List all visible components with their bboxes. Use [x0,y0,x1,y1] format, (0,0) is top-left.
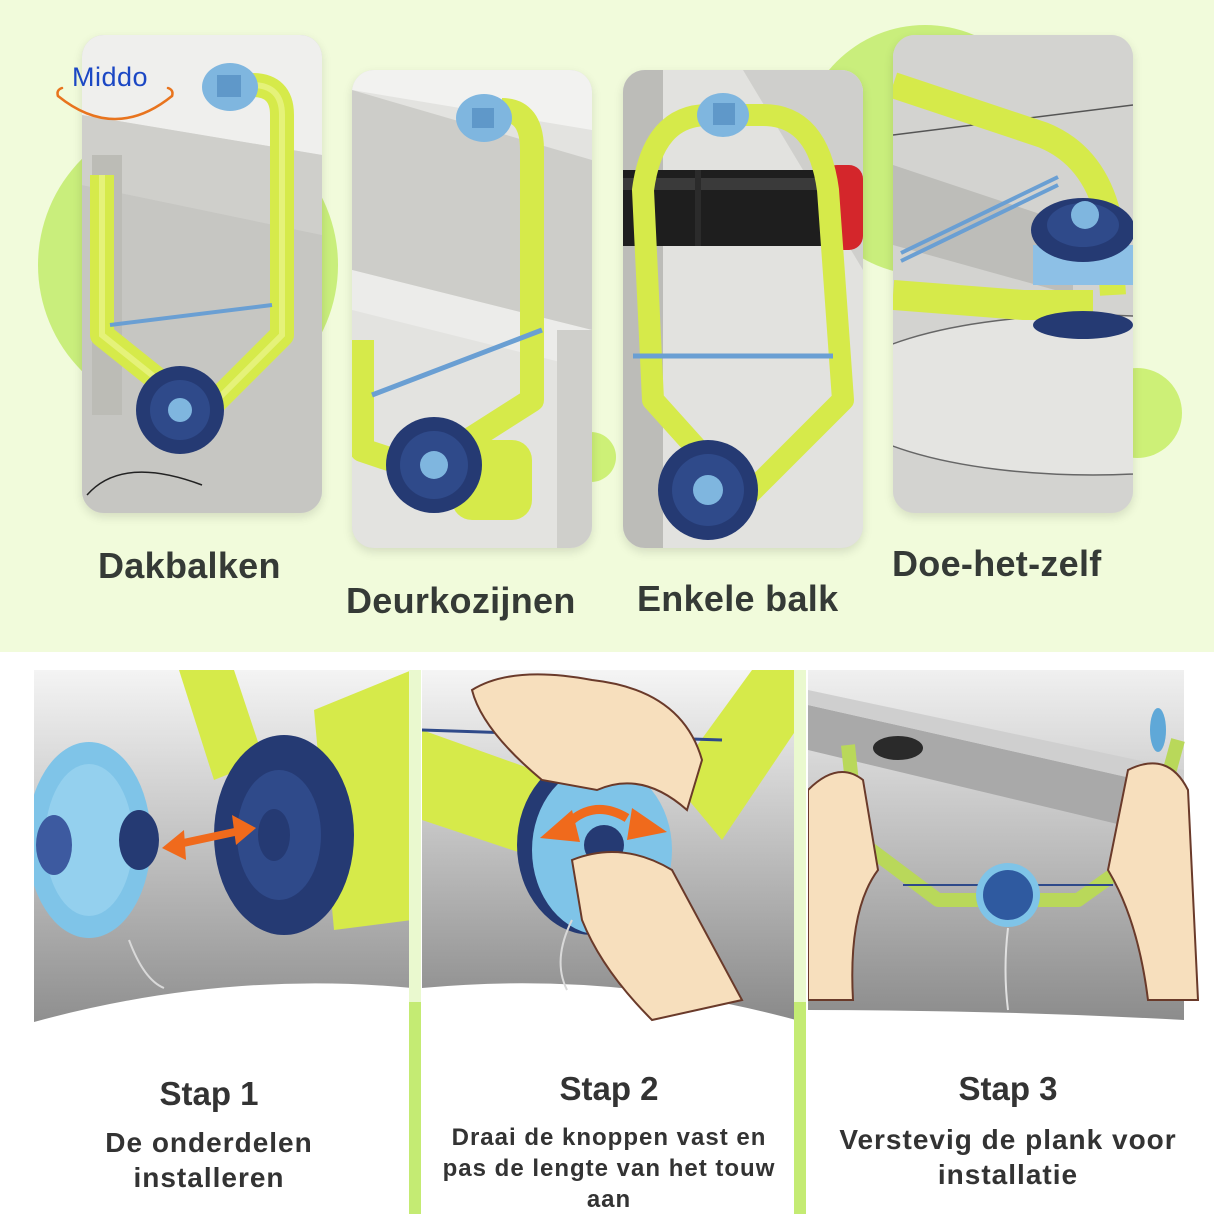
step-2-title: Stap 2 [559,1070,659,1107]
middo-logo: Middo [50,62,180,126]
usage-card-enkele-balk-image [623,70,863,548]
step-2: Stap 2 Draai de knoppen vast en pas de l… [422,670,796,1214]
installation-steps-section: Stap 1 De onderdelen installeren [0,652,1214,1214]
step-divider [794,670,806,1214]
usage-label-dakbalken: Dakbalken [98,545,281,586]
step-divider [409,670,421,1214]
step-1-title: Stap 1 [159,1075,259,1112]
smile-icon [56,86,174,121]
usage-label-enkele-balk: Enkele balk [637,578,839,619]
logo-text: Middo [72,62,149,92]
usage-section: Middo Dakbalken Deurkozijnen Enkele balk… [0,0,1214,652]
usage-label-deurkozijnen: Deurkozijnen [346,580,576,621]
step-3-image [808,670,1214,1040]
step-2-description: Draai de knoppen vast en pas de lengte v… [442,1124,776,1213]
step-3-title: Stap 3 [958,1070,1058,1107]
usage-card-doe-het-zelf-image [893,35,1133,513]
usage-card-deurkozijnen-image [352,70,592,548]
usage-label-doe-het-zelf: Doe-het-zelf [892,543,1102,584]
step-1: Stap 1 De onderdelen installeren [34,670,412,1214]
usage-card-dakbalken-image [82,35,322,513]
step-3: Stap 3 Verstevig de plank voor installat… [808,670,1214,1214]
step-1-image [34,670,412,1040]
step-1-description: De onderdelen installeren [105,1127,313,1193]
step-3-description: Verstevig de plank voor installatie [839,1124,1177,1190]
step-2-image [422,670,796,1040]
